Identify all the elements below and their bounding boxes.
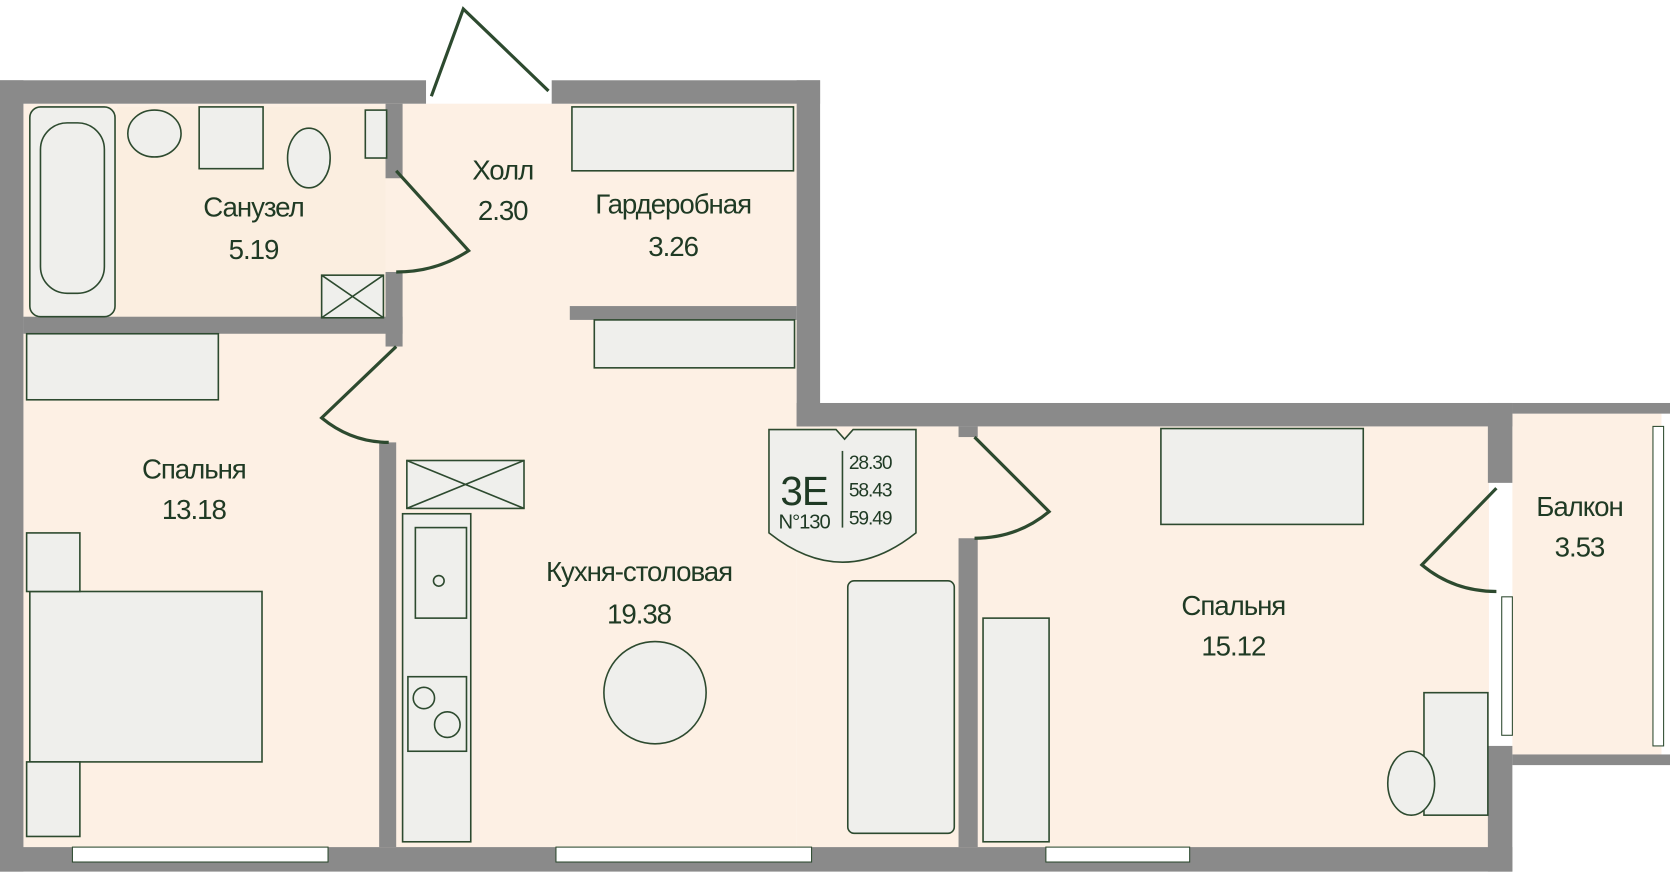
- closet: [25, 332, 220, 401]
- walls: [0, 80, 1670, 872]
- toilet: [286, 127, 331, 189]
- sofa: [846, 580, 956, 835]
- living-area: 28.30: [849, 453, 892, 474]
- furniture: [25, 106, 1489, 843]
- room-area: 2.30: [478, 195, 528, 226]
- dining-table: [603, 640, 707, 745]
- room-area: 3.26: [648, 231, 698, 262]
- room-labels: Санузел 5.19 Холл 2.30 Гардеробная 3.26 …: [142, 154, 1624, 661]
- wardrobe: [571, 106, 795, 172]
- room-area: 13.18: [162, 494, 227, 525]
- apartment-badge: 3E N°130 28.30 58.43 59.49: [768, 428, 917, 564]
- apartment-type: 3E: [780, 468, 827, 514]
- room-name: Гардеробная: [595, 188, 751, 219]
- room-name: Спальня: [142, 454, 246, 485]
- washing-machine: [198, 106, 264, 170]
- room-area: 5.19: [229, 234, 279, 265]
- room-name: Спальня: [1181, 590, 1285, 621]
- sink: [127, 109, 182, 158]
- closet-right: [982, 617, 1050, 843]
- apartment-number: N°130: [779, 512, 831, 534]
- desk: [1423, 691, 1489, 816]
- room-name: Балкон: [1536, 491, 1622, 522]
- room-name: Кухня-столовая: [546, 556, 732, 587]
- bed-right: [1160, 427, 1365, 526]
- total-area-with-balcony: 59.49: [849, 508, 892, 529]
- room-area: 15.12: [1201, 630, 1265, 661]
- bed-left: [29, 590, 263, 763]
- room-area: 19.38: [607, 598, 672, 629]
- room-area: 3.53: [1555, 531, 1605, 562]
- room-name: Санузел: [203, 192, 303, 223]
- total-area: 58.43: [849, 481, 892, 502]
- doors: [319, 6, 1498, 594]
- chair: [1386, 750, 1436, 816]
- room-name: Холл: [472, 154, 533, 185]
